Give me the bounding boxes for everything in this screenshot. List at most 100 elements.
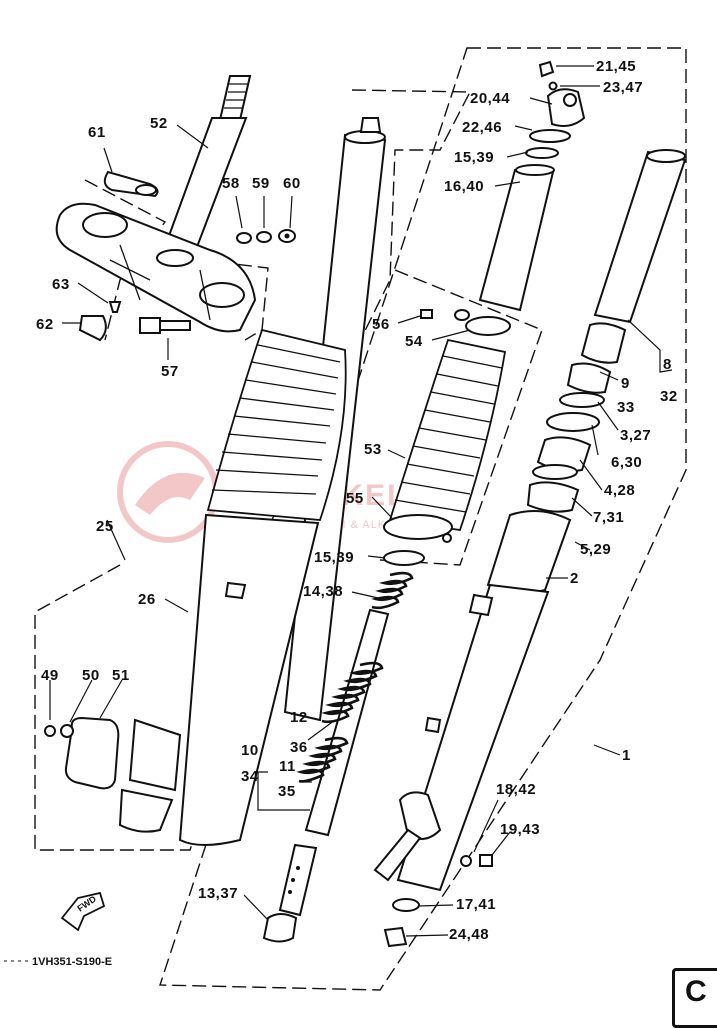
screw-63	[108, 301, 122, 313]
washer-3	[559, 392, 605, 408]
dust-seal-5	[526, 481, 580, 513]
callout-8: 8	[663, 356, 672, 373]
spacer-15	[525, 147, 559, 159]
washer-18	[460, 855, 472, 867]
callout-58: 58	[222, 175, 240, 192]
outer-tube-2	[396, 583, 550, 892]
callout-56: 56	[372, 316, 390, 333]
callout-2: 2	[570, 570, 579, 587]
callout-35: 35	[278, 783, 296, 800]
fork-spacer-tube-16	[478, 168, 555, 312]
callout-14-38: 14,38	[303, 583, 343, 600]
callout-20-44: 20,44	[470, 90, 510, 107]
nut-49	[44, 725, 56, 737]
callout-32: 32	[660, 388, 678, 405]
callout-63: 63	[52, 276, 70, 293]
caliper-bracket	[373, 828, 422, 882]
callout-7-31: 7,31	[593, 509, 624, 526]
bolt-57-head	[139, 317, 161, 334]
callout-60: 60	[283, 175, 301, 192]
brake-hose-bracket-51	[64, 716, 120, 790]
left-fork-assembled	[44, 117, 387, 846]
outer-tube-top-2	[486, 510, 572, 595]
callout-1: 1	[622, 747, 631, 764]
left-guide-tab	[224, 581, 247, 600]
boot-clamp-54	[465, 316, 511, 336]
left-cap-valve	[359, 117, 382, 133]
callout-23-47: 23,47	[603, 79, 643, 96]
left-axle-boss	[118, 788, 174, 833]
callout-13-37: 13,37	[198, 885, 238, 902]
gasket-17	[392, 898, 420, 912]
callout-52: 52	[150, 115, 168, 132]
stem-thread	[218, 75, 252, 121]
left-outer-tube	[178, 513, 320, 846]
callout-33: 33	[617, 399, 635, 416]
callout-21-45: 21,45	[596, 58, 636, 75]
callout-3-27: 3,27	[620, 427, 651, 444]
corner-tab: C	[672, 968, 717, 1028]
bolt-19	[479, 854, 493, 867]
bracket-clamp-left	[82, 212, 128, 238]
callout-12: 12	[290, 709, 308, 726]
callout-62: 62	[36, 316, 54, 333]
callout-15-39-lower: 15,39	[314, 549, 354, 566]
callout-61: 61	[88, 124, 106, 141]
callout-19-43: 19,43	[500, 821, 540, 838]
callout-50: 50	[82, 667, 100, 684]
callout-5-29: 5,29	[580, 541, 611, 558]
washers-58-59-60	[236, 229, 296, 244]
callout-55: 55	[346, 490, 364, 507]
screw-56	[420, 309, 433, 319]
callout-24-48: 24,48	[449, 926, 489, 943]
callout-22-46: 22,46	[462, 119, 502, 136]
callout-26: 26	[138, 591, 156, 608]
oil-seal-6	[546, 412, 600, 432]
guide-bushing-9	[580, 322, 627, 364]
callout-25: 25	[96, 518, 114, 535]
callout-15-39-top: 15,39	[454, 149, 494, 166]
inner-tube-8	[593, 150, 687, 324]
bushing-33	[566, 362, 612, 394]
oil-lock-piece	[278, 843, 318, 917]
steering-stem-assembly	[55, 75, 296, 342]
callout-11: 11	[279, 758, 296, 775]
figure-code: 1VH351-S190-E	[32, 956, 112, 968]
rebound-spring-12	[321, 661, 384, 724]
callout-6-30: 6,30	[611, 454, 642, 471]
fwd-arrow: FWD	[60, 891, 106, 932]
callout-17-41: 17,41	[456, 896, 496, 913]
bolt-57-shank	[159, 320, 191, 331]
callout-54: 54	[405, 333, 423, 350]
callout-51: 51	[112, 667, 130, 684]
bracket-clamp-right	[199, 282, 245, 308]
left-caliper-mount	[128, 718, 182, 792]
callout-16-40: 16,40	[444, 178, 484, 195]
callout-53: 53	[364, 441, 382, 458]
corner-tab-letter: C	[685, 975, 707, 1008]
callout-34: 34	[241, 768, 259, 785]
left-fork-boot	[206, 328, 347, 521]
o-ring-23	[548, 81, 558, 91]
callout-49: 49	[41, 667, 59, 684]
callout-57: 57	[161, 363, 179, 380]
right-column-parts	[373, 149, 687, 948]
boot-clamp-55	[383, 514, 453, 540]
callout-10: 10	[241, 742, 259, 759]
spring-seat-15	[383, 550, 425, 566]
callout-9: 9	[621, 375, 630, 392]
clip-7	[532, 464, 578, 480]
washer-50	[60, 724, 74, 738]
spring-14	[371, 571, 414, 610]
outer-fork-assembly-outline	[159, 47, 687, 991]
callout-4-28: 4,28	[604, 482, 635, 499]
callout-labels: 21,45 23,47 20,44 22,46 15,39 16,40 52 6…	[36, 58, 678, 943]
spring-11	[296, 736, 349, 783]
leader-lines	[49, 65, 673, 937]
o-ring-22	[529, 129, 571, 143]
washer-group-outline	[217, 261, 269, 341]
callout-18-42: 18,42	[496, 781, 536, 798]
air-valve-21	[538, 60, 555, 78]
fork-boot-53	[388, 338, 507, 531]
